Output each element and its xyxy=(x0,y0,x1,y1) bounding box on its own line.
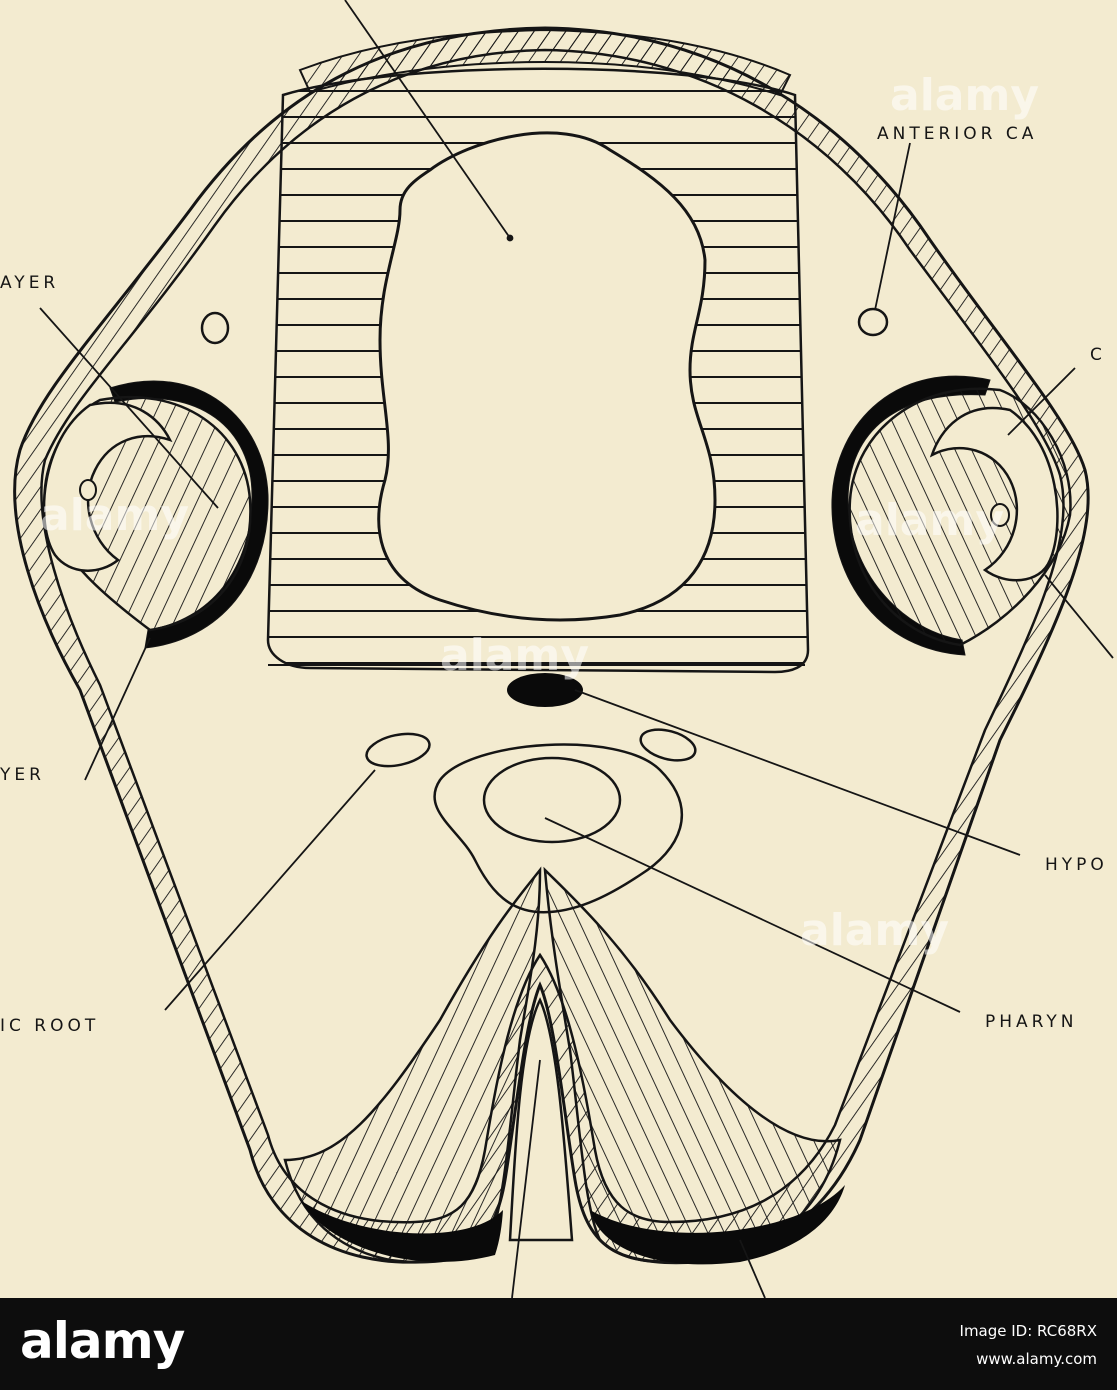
ventral-cap-left xyxy=(300,1200,503,1262)
label-layer-bottom: YER xyxy=(0,765,45,785)
notochord xyxy=(507,673,583,707)
stock-footer-bar: alamy Image ID: RC68RX www.alamy.com xyxy=(0,1298,1117,1390)
label-hypo: HYPO xyxy=(1045,855,1108,875)
label-c-right: C xyxy=(1090,345,1106,365)
leader-lines xyxy=(39,0,1114,1298)
aortic-root-right xyxy=(639,728,697,762)
image-id: Image ID: RC68RX xyxy=(959,1322,1097,1340)
neural-canal xyxy=(377,131,717,622)
pharynx-lumen xyxy=(482,756,622,844)
anterior-cardinal-vein-left xyxy=(200,311,230,345)
watermark: alamy xyxy=(40,490,189,541)
watermark: alamy xyxy=(890,70,1039,121)
watermark: alamy xyxy=(855,495,1004,546)
left-otic-dot xyxy=(79,479,97,501)
anterior-cardinal-vein-right xyxy=(857,307,889,337)
label-pharynx: PHARYN xyxy=(985,1012,1078,1032)
left-lower-lobe xyxy=(283,866,542,1264)
label-anterior-cardinal: ANTERIOR CA xyxy=(877,124,1038,144)
watermark: alamy xyxy=(440,630,589,681)
right-otic-vesicle xyxy=(929,406,1059,582)
ventral-cap-right xyxy=(590,1185,845,1265)
brand-logo: alamy xyxy=(20,1312,185,1370)
right-otic-dot xyxy=(990,503,1010,527)
left-otic-vesicle xyxy=(42,401,173,572)
site-url: www.alamy.com xyxy=(976,1350,1097,1368)
label-layer-top: AYER xyxy=(0,273,60,293)
watermark: alamy xyxy=(800,905,949,956)
aortic-root-left xyxy=(365,732,431,768)
embryo-cross-section-diagram xyxy=(13,0,1114,1298)
label-aortic-root: IC ROOT xyxy=(0,1016,100,1036)
